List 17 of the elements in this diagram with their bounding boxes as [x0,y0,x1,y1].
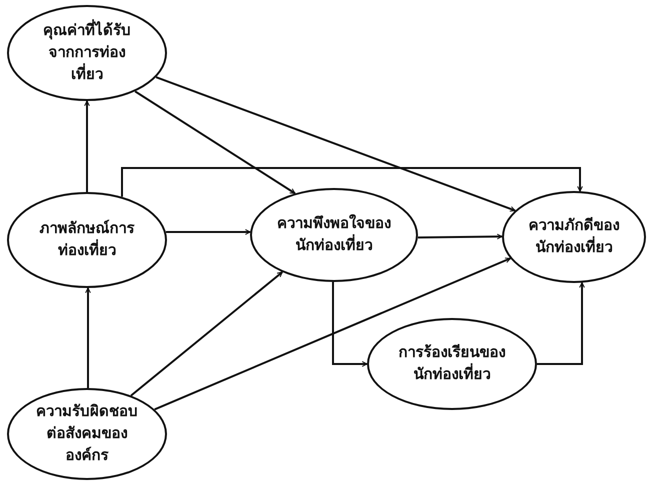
construct-ellipse: ความรับผิดชอบต่อสังคมขององค์กร [7,388,167,480]
arrow [418,234,502,240]
construct-ellipse: ภาพลักษณ์การท่องเที่ยว [7,192,167,288]
arrow [154,257,511,410]
arrow [84,100,90,192]
construct-ellipse: การร้องเรียนของนักท่องเที่ยว [367,318,537,410]
arrow [121,167,583,197]
construct-ellipse: ความพึงพอใจของนักท่องเที่ยว [250,188,418,282]
arrow [332,282,368,367]
arrow [156,76,516,212]
arrow [130,271,283,396]
construct-ellipse: ความภักดีของนักท่องเที่ยว [502,191,646,283]
arrow [537,282,585,365]
construct-ellipse: คุณค่าที่ได้รับจากการท่องเที่ยว [7,5,167,101]
arrow [134,90,296,194]
arrow [166,229,251,235]
arrow [85,288,91,388]
